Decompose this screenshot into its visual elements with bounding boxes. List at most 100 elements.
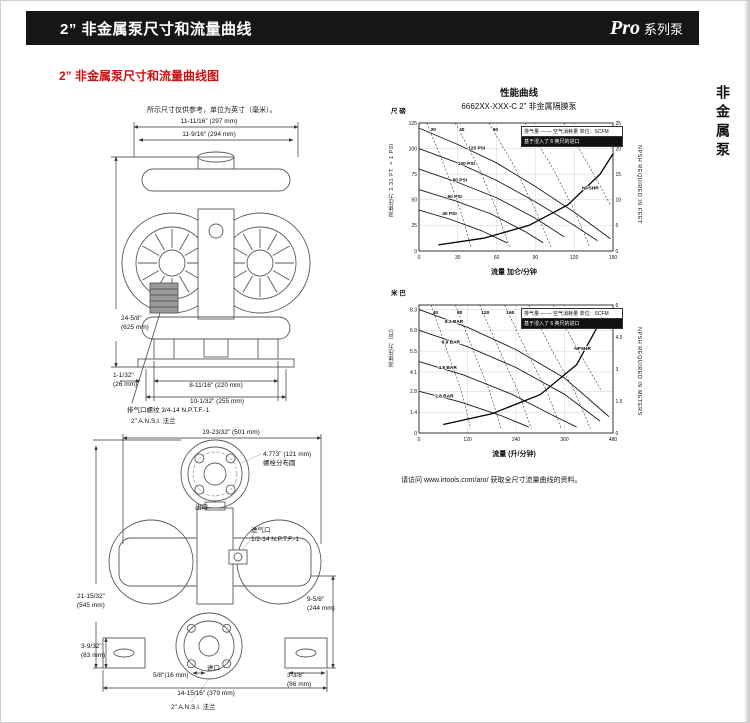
chamber-spoke [142,270,160,281]
y-tick-label: 1.4 [410,410,417,416]
npsh-tick-label: 0 [616,431,619,437]
curve-label: 120 PSI [468,146,486,152]
dim-foot-left: 3-9/32" (83 mm) [81,643,105,661]
curve-label: 6.9 BAR [442,340,461,346]
series-solid [418,309,610,417]
dimension-note: 所示尺寸仅供参考，单位为英寸（毫米）。 [147,107,277,114]
chamber-spoke [267,275,278,293]
side-dimension-line-top [122,434,322,544]
dim-side-width-top: 19-23/32" (501 mm) [202,429,260,436]
curve-label: 60 PSI [447,194,462,200]
x-tick-label: 360 [560,437,569,443]
performance-title: 性能曲线 [499,88,538,99]
chart-legend-imperial: 排气量 ― ― 空气消耗量 单位：SCFM 基于浸入了 6 英尺的进口 [521,126,623,147]
dim-bottom-small: 5/8"(16 mm) [153,672,189,679]
pump-side-art [102,439,328,703]
exhaust-port-note: 排气口螺纹 3/4-14 N.P.T.F.-1 [127,407,210,414]
air-inlet-label: 进气口 1/2-14 N.P.T.F.-1 [251,527,299,545]
y-tick-label: 25 [411,223,417,229]
air-inlet-text: 进气口 [251,527,271,534]
npsh-tick-label: 5 [616,223,619,229]
chamber-spoke [242,275,253,293]
chamber-spoke [267,233,278,251]
npsh-tick-label: 3 [616,367,619,373]
dim-front-small-left-in: 1-1/32" [113,372,134,379]
y-axis-label-imperial: 流体压力 2.31 FT. = 1 PSI [389,143,395,217]
npsh-tick-label: 0 [616,249,619,255]
series-solid [418,127,611,240]
npsh-tick-label: 15 [616,172,622,178]
npsh-tick-label: 20 [616,146,622,152]
dim-side-height-left: 21-15/32" (545 mm) [77,593,105,611]
dim-side-height-left-mm: (545 mm) [77,601,105,609]
chamber-spoke [272,245,290,256]
y-tick-label: 75 [411,172,417,178]
y-tick-label: 8.3 [410,307,417,313]
x-tick-label: 0 [418,437,421,443]
x-tick-label: 240 [512,437,521,443]
outlet-label: 出口 [195,504,208,511]
y-axis-label-metric: 流体压力（巴） [389,325,395,367]
x-tick-label: 90 [533,255,539,261]
brand-pro: Pro [609,16,640,39]
dim-front-height-in: 24-5/8" [121,315,142,322]
series-solid [418,148,598,242]
series-dashed [455,304,502,429]
chamber-spoke [179,275,190,293]
curve-label: 40 PSI [442,211,457,217]
series-npsh [443,321,601,426]
brand-series: 系列泵 [643,21,683,37]
series-dashed [504,304,562,429]
series-dashed [426,122,471,247]
series-dashed [488,122,552,248]
y-tick-label: 6.9 [410,328,417,334]
legend-flooded-inlet-note: 基于浸入了 6 英尺的进口 [522,137,622,146]
curve-label: 4.8 BAR [438,365,457,371]
dim-side-height-right-in: 9-5/8" [307,596,325,603]
curve-label: 160 [506,310,514,316]
y-axis-units-imperial: 尺 磅 [391,108,406,115]
dim-foot-left-mm: (83 mm) [81,651,106,659]
x-tick-label: 60 [494,255,500,261]
dim-side-height-left-in: 21-15/32" [77,593,105,600]
legend-flooded-inlet-note-metric: 基于浸入了 6 英尺的进口 [522,319,622,328]
curve-label: 120 [481,310,489,316]
dim-front-height-mm: (625 mm) [121,323,149,331]
air-inlet-thread: 1/2-14 N.P.T.F.-1 [251,535,299,543]
series-dashed [454,122,510,247]
y-tick-label: 2.8 [410,389,417,395]
side-dimension-lines [93,439,336,692]
y-tick-label: 125 [409,121,418,127]
npsh-tick-label: 25 [616,121,622,127]
legend-air-consumption-metric: 排气量 ― ― 空气消耗量 单位：SCFM [522,309,622,319]
dim-front-width-2: 11-9/16" (294 mm) [182,131,236,138]
exhaust-leader-line [131,312,161,404]
dim-foot-right-in: 3-3/8" [287,672,305,679]
series-solid [418,168,565,238]
performance-subtitle: 6662XX-XXX-C 2” 非金属隔膜泵 [461,102,577,111]
dim-front-small-left-mm: (26 mm) [113,380,138,388]
curve-label: 20 [431,127,437,133]
curve-label: 80 [457,310,463,316]
curve-label: NPSHR [574,346,591,352]
x-tick-label: 0 [418,255,421,261]
curve-label: 100 PSI [458,161,476,167]
dim-front-small-left: 1-1/32" (26 mm) [113,372,137,390]
series-dashed [430,304,472,429]
series-dashed [479,304,532,429]
curve-label: 8.3 BAR [445,319,464,325]
curve-label: 40 [433,310,439,316]
series-npsh [438,153,614,246]
section-title: 2” 非金属泵尺寸和流量曲线图 [59,69,220,83]
x-tick-label: 120 [463,437,472,443]
series-solid [418,390,530,428]
side-tab-nonmetallic: 非金属泵 [715,85,731,161]
npsh-axis-label-meters: NPSH REQUIRED IN METERS [636,327,642,416]
front-dimension-lines-left-bottom [111,156,287,404]
dim-foot-left-in: 3-9/32" [81,643,102,650]
npsh-tick-label: 6 [616,303,619,309]
bolt-circle-text: 螺栓分布圆 [263,459,296,467]
